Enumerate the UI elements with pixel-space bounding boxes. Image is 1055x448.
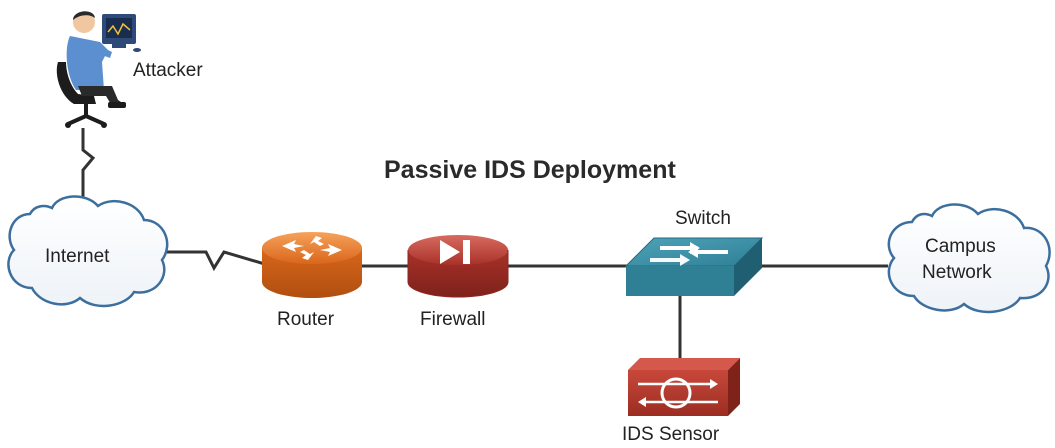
- ids-sensor-icon: [628, 358, 740, 416]
- internet-label: Internet: [45, 246, 110, 267]
- diagram-title: Passive IDS Deployment: [384, 156, 676, 184]
- switch-label: Switch: [675, 208, 731, 229]
- firewall-label: Firewall: [420, 309, 486, 330]
- links: [81, 128, 888, 358]
- campus-label-line2: Network: [922, 262, 992, 283]
- router-label: Router: [277, 309, 335, 330]
- router-icon: [262, 232, 362, 298]
- link-attacker-internet: [81, 128, 96, 198]
- firewall-icon: [407, 235, 509, 298]
- ids-sensor-label: IDS Sensor: [622, 424, 720, 445]
- internet-cloud-icon: [7, 195, 169, 308]
- link-internet-router: [160, 250, 269, 272]
- attacker-icon: [56, 11, 141, 128]
- campus-label-line1: Campus: [925, 236, 996, 257]
- switch-icon: [624, 237, 764, 296]
- attacker-label: Attacker: [133, 60, 203, 81]
- campus-cloud-icon: [887, 203, 1051, 314]
